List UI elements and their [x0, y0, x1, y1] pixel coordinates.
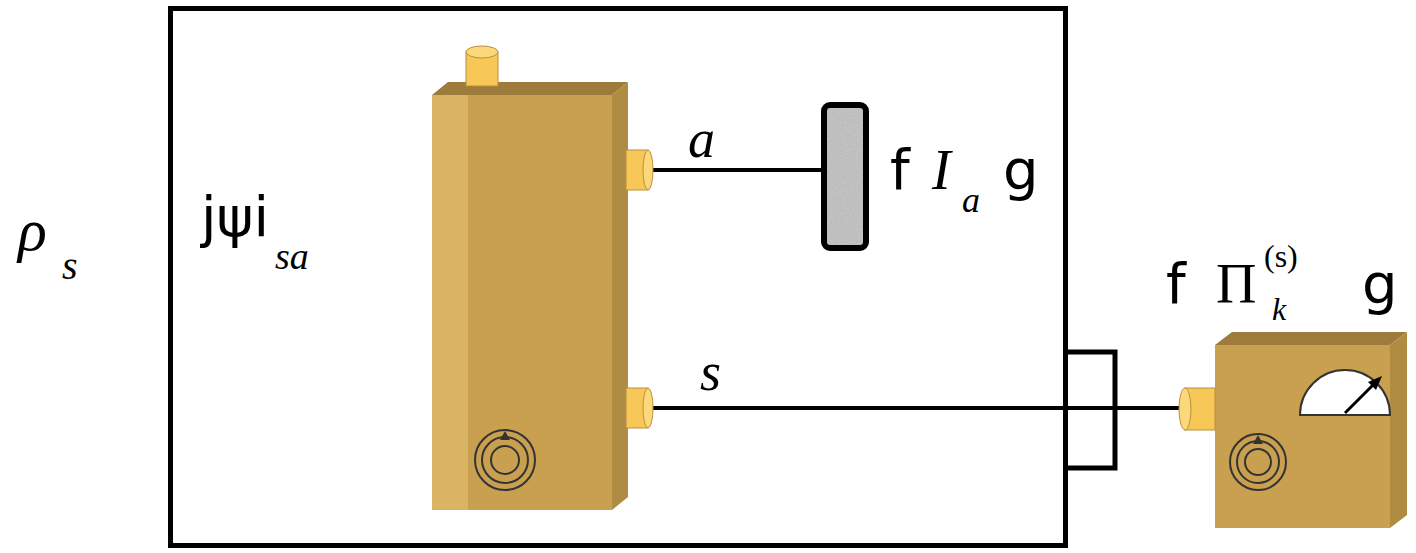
- state-subscript: s: [62, 246, 78, 286]
- bracket: [1066, 352, 1115, 468]
- port-name: s: [700, 345, 721, 399]
- brace: g: [1362, 256, 1398, 312]
- brace: g: [1003, 142, 1039, 198]
- system-box: jψisa: [168, 6, 1068, 548]
- state-ket: jψi: [201, 189, 269, 245]
- projector-superscript: (s): [1264, 240, 1298, 272]
- operator-symbol: I: [932, 142, 951, 198]
- source-device: [432, 46, 653, 510]
- state-subscript: sa: [275, 237, 309, 275]
- wire-s: [648, 406, 1182, 410]
- measurement-device: [1179, 332, 1407, 528]
- projector-symbol: Π: [1216, 256, 1256, 312]
- projector-subscript: k: [1272, 293, 1286, 325]
- port-name: a: [688, 112, 715, 166]
- wire-a: [648, 168, 824, 172]
- state-symbol: ρ: [18, 200, 47, 260]
- brace: f: [1166, 256, 1186, 312]
- brace: f: [890, 142, 910, 198]
- noise-plate: [824, 105, 866, 248]
- operator-subscript: a: [962, 182, 980, 218]
